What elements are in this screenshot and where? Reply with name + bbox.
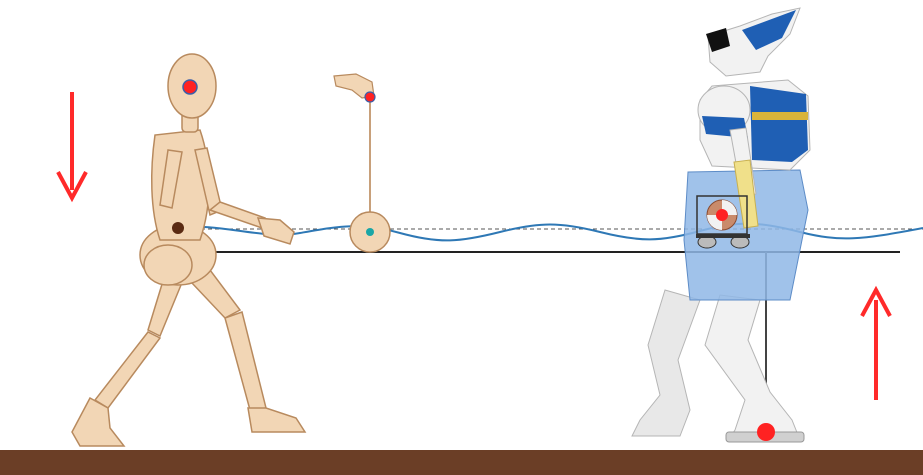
- robot-back-leg: [632, 290, 700, 436]
- humanoid-robot-figure: [632, 8, 810, 442]
- human-back-shin: [95, 332, 160, 408]
- yoyo-center: [366, 228, 374, 236]
- human-head-marker: [183, 80, 197, 94]
- robot-foot-marker: [757, 423, 775, 441]
- robot-chest-blue-panel: [750, 86, 808, 162]
- human-front-shin: [225, 312, 266, 410]
- arrow-up-icon: [862, 290, 890, 400]
- robot-sensor-marker: [716, 209, 728, 221]
- human-front-forearm: [210, 202, 265, 228]
- robot-cart-base: [696, 234, 750, 238]
- robot-front-leg: [705, 295, 800, 440]
- human-front-hand: [258, 218, 294, 244]
- yoyo-top-marker: [365, 92, 375, 102]
- human-walking-figure: [72, 54, 305, 446]
- robot-chest-stripe: [752, 112, 808, 120]
- ground-strip: [0, 450, 923, 475]
- arrow-down-icon: [58, 92, 86, 198]
- human-com-marker: [172, 222, 184, 234]
- human-front-foot: [248, 408, 305, 432]
- human-hip-joint: [144, 245, 192, 285]
- human-back-foot: [72, 398, 124, 446]
- yoyo-hand-icon: [334, 74, 390, 252]
